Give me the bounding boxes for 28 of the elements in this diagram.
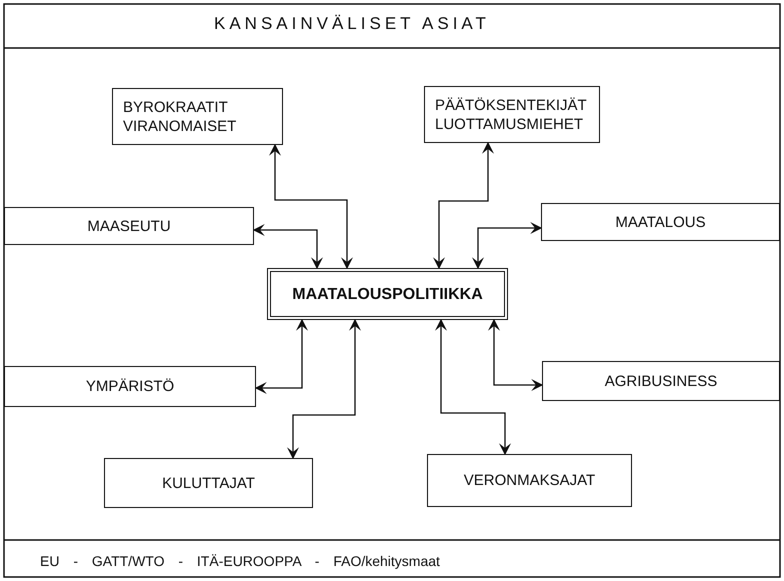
actor-box <box>4 207 254 245</box>
box-label: BYROKRAATIT VIRANOMAISET <box>123 98 238 136</box>
double-arrow <box>433 142 494 270</box>
actor-box <box>104 458 313 508</box>
double-arrow <box>435 318 511 456</box>
actor-box <box>424 86 600 143</box>
footer-text: EU - GATT/WTO - ITÄ-EUROOPPA - FAO/kehitysmaat <box>40 553 440 569</box>
double-arrow <box>252 224 323 270</box>
box-label: KULUTTAJAT <box>162 474 255 492</box>
box-label: AGRIBUSINESS <box>604 372 718 390</box>
double-arrow <box>269 144 353 270</box>
double-arrow <box>287 318 361 460</box>
box-label: YMPÄRISTÖ <box>86 377 174 396</box>
box-label: MAASEUTU <box>87 216 171 236</box>
title: KANSAINVÄLISET ASIAT <box>214 14 490 34</box>
double-arrow <box>488 318 544 391</box>
central-box <box>267 268 508 320</box>
actor-box <box>427 454 632 507</box>
double-arrow <box>472 222 542 270</box>
actor-box <box>542 361 780 401</box>
box-label: MAATALOUSPOLITIIKKA <box>292 284 483 304</box>
box-label: MAATALOUS <box>615 212 706 232</box>
box-label: VERONMAKSAJAT <box>464 471 596 490</box>
actor-box <box>541 203 780 241</box>
actor-box <box>4 366 256 407</box>
actor-box <box>112 88 283 145</box>
box-label: PÄÄTÖKSENTEKIJÄT LUOTTAMUSMIEHET <box>435 96 588 134</box>
double-arrow <box>254 318 308 394</box>
